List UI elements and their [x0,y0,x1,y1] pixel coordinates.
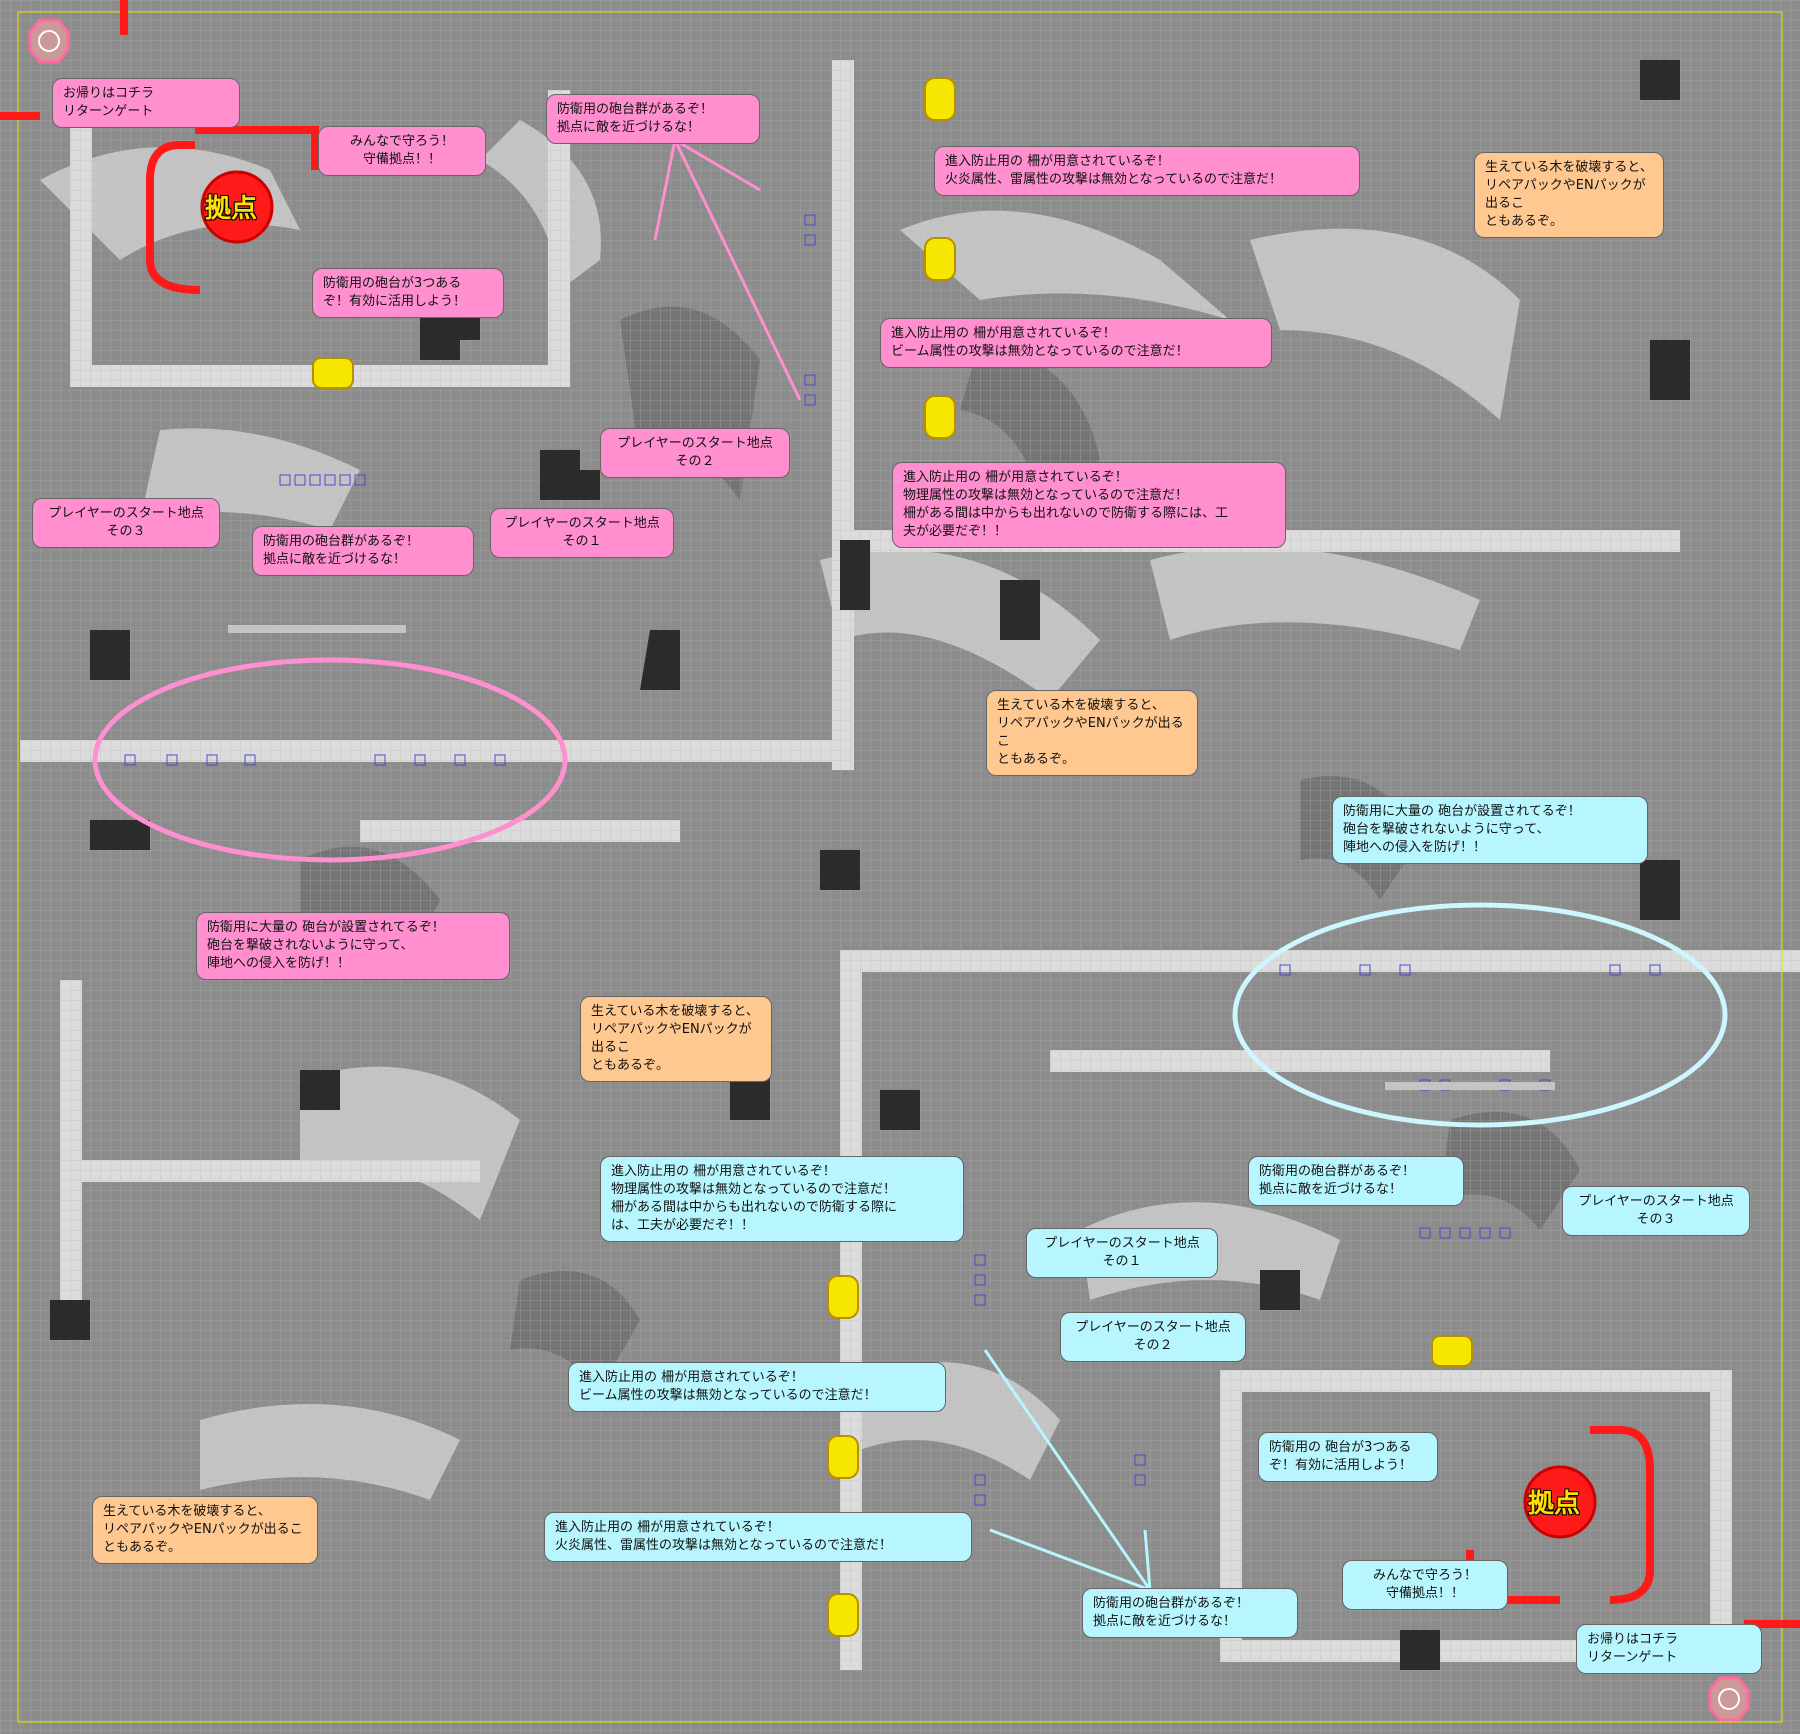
callout-three-turrets: 防衛用の砲台が3つある ぞ！有効に活用しよう！ [312,268,504,318]
callout-gate-beam: 進入防止用の 柵が用意されているぞ！ ビーム属性の攻撃は無効となっているので注意… [568,1362,946,1412]
cyan-arrows [983,1349,1152,1592]
callout-start-point-1: プレイヤーのスタート地点 その１ [1026,1228,1218,1278]
callout-protect-base: みんなで守ろう！ 守備拠点！！ [318,126,486,176]
turret-zone-ellipse-left [92,657,568,863]
base-icon [1523,1465,1597,1539]
callout-gate-fire-thunder: 進入防止用の 柵が用意されているぞ！ 火炎属性、雷属性の攻撃は無効となっているの… [934,146,1360,196]
return-gate-icon [0,0,128,120]
callout-tree-items: 生えている木を破壊すると、 リペアパックやENパックが出るこ ともあるぞ。 [580,996,772,1082]
base-wall [195,126,319,170]
barricade-gate-icon [312,77,1473,1637]
callout-protect-base: みんなで守ろう！ 守備拠点！！ [1342,1560,1508,1610]
callout-return-gate: お帰りはコチラ リターンゲート [52,78,240,128]
callout-start-point-3: プレイヤーのスタート地点 その３ [32,498,220,548]
callout-start-point-2: プレイヤーのスタート地点 その２ [1060,1312,1246,1362]
callout-return-gate: お帰りはコチラ リターンゲート [1576,1624,1762,1674]
tree-icon [50,60,1690,1670]
callout-start-point-1: プレイヤーのスタート地点 その１ [490,508,674,558]
callout-start-point-2: プレイヤーのスタート地点 その２ [600,428,790,478]
callout-mass-turrets: 防衛用に大量の 砲台が設置されてるぞ！ 砲台を撃破されないように守って、 陣地へ… [1332,796,1648,864]
callout-turret-group: 防衛用の砲台群があるぞ！ 拠点に敵を近づけるな！ [252,526,474,576]
pink-arrows [653,138,802,401]
callout-tree-items: 生えている木を破壊すると、 リペアパックやENパックが出るこ ともあるぞ。 [986,690,1198,776]
turret-rows [228,625,1555,1090]
base-icon [200,170,274,244]
callout-gate-physical: 進入防止用の 柵が用意されているぞ！ 物理属性の攻撃は無効となっているので注意だ… [892,462,1286,548]
callout-turret-group: 防衛用の砲台群があるぞ！ 拠点に敵を近づけるな！ [1248,1156,1464,1206]
base-wall [1590,1426,1654,1604]
callout-turret-group: 防衛用の砲台群があるぞ！ 拠点に敵を近づけるな！ [546,94,760,144]
callout-gate-fire-thunder: 進入防止用の 柵が用意されているぞ！ 火炎属性、雷属性の攻撃は無効となっているの… [544,1512,972,1562]
callout-start-point-3: プレイヤーのスタート地点 その３ [1562,1186,1750,1236]
callout-tree-items: 生えている木を破壊すると、 リペアパックやENパックが出るこ ともあるぞ。 [92,1496,318,1564]
return-gate-icon [1708,1620,1800,1722]
base-label: 拠点 [1528,1489,1581,1519]
callout-turret-group: 防衛用の砲台群があるぞ！ 拠点に敵を近づけるな！ [1082,1588,1298,1638]
callout-mass-turrets: 防衛用に大量の 砲台が設置されてるぞ！ 砲台を撃破されないように守って、 陣地へ… [196,912,510,980]
callout-tree-items: 生えている木を破壊すると、 リペアパックやENパックが出るこ ともあるぞ。 [1474,152,1664,238]
callout-gate-beam: 進入防止用の 柵が用意されているぞ！ ビーム属性の攻撃は無効となっているので注意… [880,318,1272,368]
turret-zone-ellipse-right [1232,902,1728,1128]
base-label: 拠点 [205,194,258,224]
callout-gate-physical: 進入防止用の 柵が用意されているぞ！ 物理属性の攻撃は無効となっているので注意だ… [600,1156,964,1242]
base-wall [146,141,201,294]
callout-three-turrets: 防衛用の 砲台が3つある ぞ！有効に活用しよう！ [1258,1432,1438,1482]
cannon-turret-icon [124,214,1661,1506]
